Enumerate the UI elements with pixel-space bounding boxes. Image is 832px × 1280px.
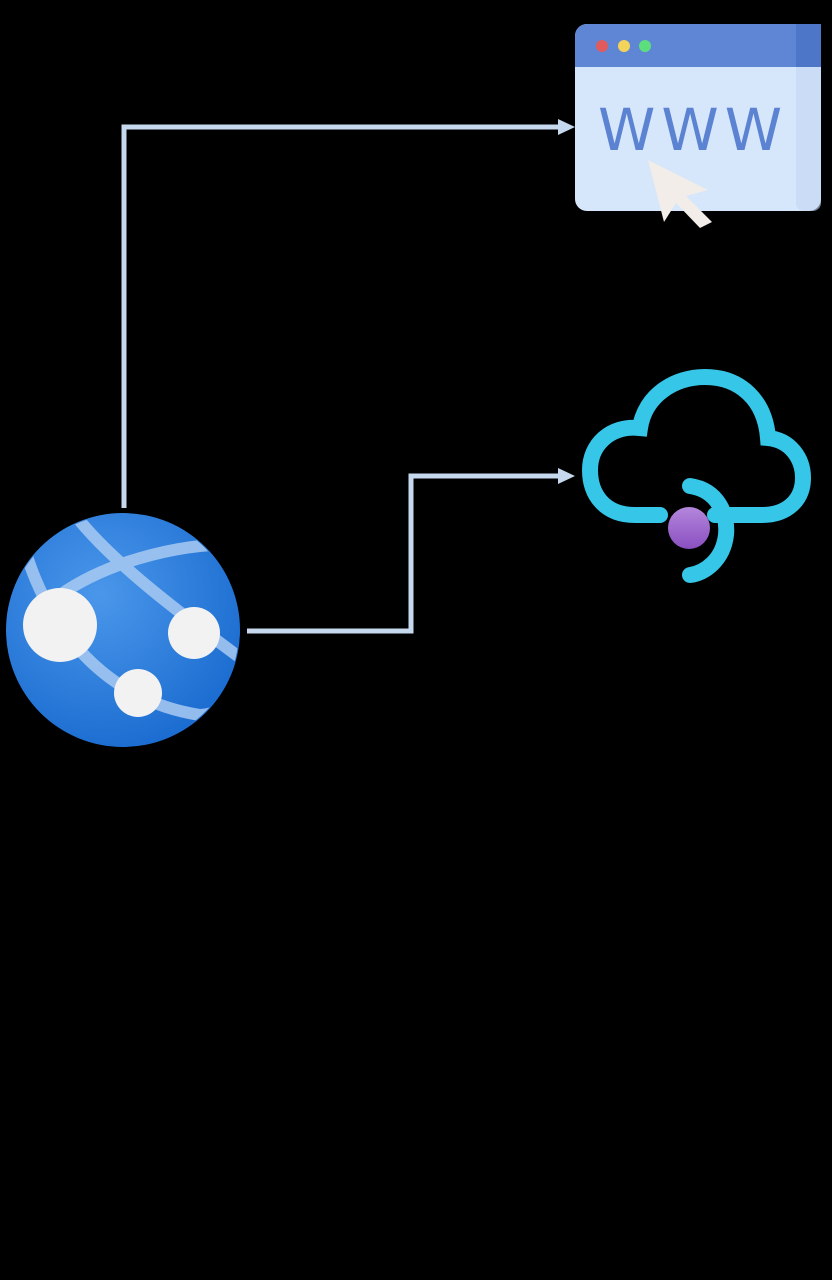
browser-www-icon: WWW	[575, 24, 821, 228]
connector-web-app-to-website	[121, 119, 575, 508]
arrowhead-icon	[558, 119, 575, 135]
arrowhead-icon	[558, 468, 575, 484]
connector-web-app-to-cloud	[247, 468, 575, 634]
globe-web-app-icon	[6, 513, 240, 747]
www-text: WWW	[598, 96, 788, 164]
cursor-icon	[648, 160, 712, 228]
cloud-service-icon	[581, 368, 812, 583]
cloud-dot-icon	[668, 507, 710, 549]
